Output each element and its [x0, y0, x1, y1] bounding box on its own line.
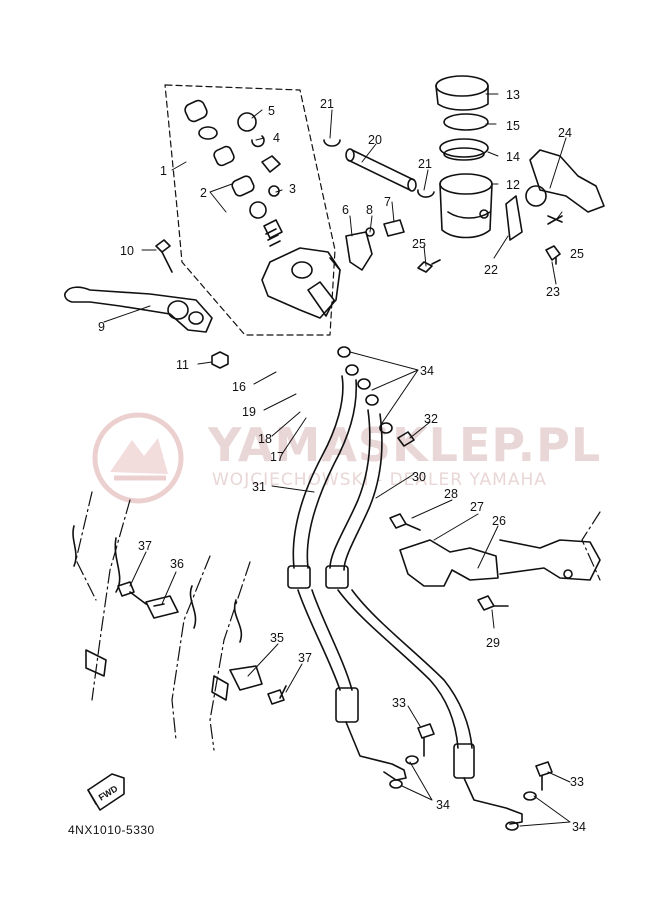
callout-14: 14	[506, 150, 520, 164]
banjo-fittings	[337, 346, 415, 447]
callout-37-lower: 37	[298, 651, 312, 665]
callout-29: 29	[486, 636, 500, 650]
brake-switch	[345, 219, 405, 271]
callout-22: 22	[484, 263, 498, 277]
callout-8: 8	[366, 203, 373, 217]
leader-lines	[103, 93, 571, 827]
callout-4: 4	[273, 131, 280, 145]
callout-24: 24	[558, 126, 572, 140]
watermark-logo	[92, 412, 184, 504]
fork-outlines	[75, 491, 601, 751]
piston-kit	[184, 99, 283, 247]
callout-9: 9	[98, 320, 105, 334]
callout-12: 12	[506, 178, 520, 192]
reservoir-assembly	[435, 75, 493, 239]
pivot-nut	[211, 351, 229, 369]
callout-6: 6	[342, 203, 349, 217]
callout-2: 2	[200, 186, 207, 200]
callout-15: 15	[506, 119, 520, 133]
bolt-37-upper	[117, 581, 147, 605]
screw-23	[545, 245, 561, 265]
callout-32: 32	[424, 412, 438, 426]
callout-34-top: 34	[420, 364, 434, 378]
callout-34-right: 34	[572, 820, 586, 834]
clamp-35	[229, 665, 263, 691]
hose-holder	[389, 513, 601, 611]
callout-33-right: 33	[570, 775, 584, 789]
screw-25-left	[417, 259, 441, 273]
callout-labels: 1 2 3 4 5 6 7 8 9 10 11 12 13 14 15 16 1…	[98, 88, 586, 834]
callout-37-upper: 37	[138, 539, 152, 553]
callout-10: 10	[120, 244, 134, 258]
diagram-code: 4NX1010-5330	[68, 823, 155, 837]
callout-21-upper: 21	[320, 97, 334, 111]
fork-detail	[72, 525, 243, 701]
callout-31: 31	[252, 480, 266, 494]
callout-28: 28	[444, 487, 458, 501]
callout-13: 13	[506, 88, 520, 102]
reservoir-hose	[323, 139, 435, 198]
callout-35: 35	[270, 631, 284, 645]
callout-7: 7	[384, 195, 391, 209]
brake-hose-30	[325, 409, 523, 825]
callout-25-left: 25	[412, 237, 426, 251]
callout-5: 5	[268, 104, 275, 118]
clamp-36	[145, 595, 179, 619]
pivot-bolt	[155, 239, 173, 273]
callout-20: 20	[368, 133, 382, 147]
callout-30: 30	[412, 470, 426, 484]
callout-19: 19	[242, 405, 256, 419]
callout-27: 27	[470, 500, 484, 514]
bolt-37-lower	[267, 685, 287, 705]
fwd-arrow-icon	[87, 773, 125, 811]
bottom-fittings	[389, 723, 553, 831]
callout-33-left: 33	[392, 696, 406, 710]
callout-21-lower: 21	[418, 157, 432, 171]
callout-17: 17	[270, 450, 284, 464]
callout-11: 11	[176, 358, 189, 372]
callout-18: 18	[258, 432, 272, 446]
callout-16: 16	[232, 380, 246, 394]
callout-26: 26	[492, 514, 506, 528]
callout-25-right: 25	[570, 247, 584, 261]
master-cylinder-body	[261, 247, 341, 319]
callout-3: 3	[289, 182, 296, 196]
callout-23: 23	[546, 285, 560, 299]
brake-hose-31	[287, 375, 407, 781]
reservoir-bracket	[505, 149, 605, 241]
callout-1: 1	[160, 164, 167, 178]
callout-34-left: 34	[436, 798, 450, 812]
callout-36: 36	[170, 557, 184, 571]
brake-lever	[64, 286, 213, 333]
